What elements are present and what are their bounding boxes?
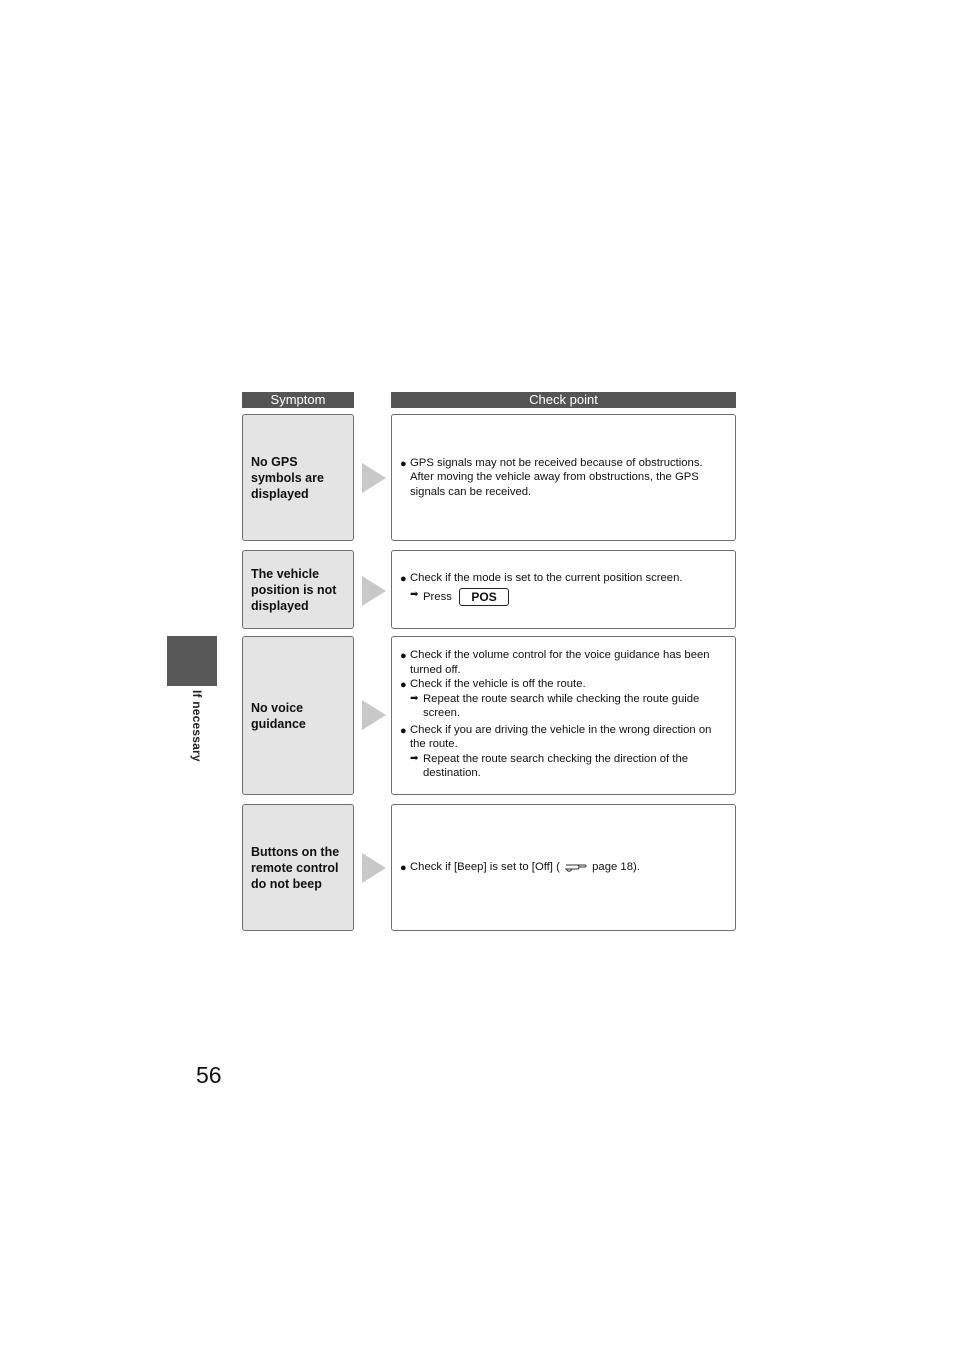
symptom-text: No GPS symbols are displayed <box>251 454 324 501</box>
symptom-header: Symptom <box>242 392 354 408</box>
check-item: ● Check if the vehicle is off the route. <box>400 678 586 692</box>
check-box-voice: ● Check if the volume control for the vo… <box>391 636 736 795</box>
bullet-icon: ● <box>400 457 407 470</box>
arrow-icon <box>362 576 386 606</box>
arrow-icon <box>362 700 386 730</box>
section-label: If necessary <box>190 690 204 762</box>
section-tab <box>167 636 217 686</box>
arrow-icon <box>362 463 386 493</box>
check-point-header: Check point <box>391 392 736 408</box>
check-item: ● Check if the volume control for the vo… <box>400 649 710 676</box>
bullet-icon: ● <box>400 862 407 875</box>
symptom-box-voice: No voice guidance <box>242 636 354 795</box>
symptom-text: No voice guidance <box>251 700 306 731</box>
check-box-gps: ● GPS signals may not be received becaus… <box>391 414 736 541</box>
right-arrow-icon: ➡ <box>410 692 419 704</box>
symptom-box-beep: Buttons on the remote control do not bee… <box>242 804 354 931</box>
check-item: ● Check if you are driving the vehicle i… <box>400 723 712 751</box>
sub-step: ➡ Repeat the route search while checking… <box>410 692 700 720</box>
bullet-icon: ● <box>400 650 407 663</box>
bullet-icon: ● <box>400 724 407 737</box>
pointing-hand-icon <box>565 864 587 873</box>
check-item: ● Check if the mode is set to the curren… <box>400 571 683 585</box>
pos-button: POS <box>459 588 510 607</box>
check-box-position: ● Check if the mode is set to the curren… <box>391 550 736 629</box>
check-item: ● GPS signals may not be received becaus… <box>400 456 703 498</box>
check-box-beep: ● Check if [Beep] is set to [Off] ( page… <box>391 804 736 931</box>
symptom-text: The vehicle position is not displayed <box>251 566 337 613</box>
check-item: ● Check if [Beep] is set to [Off] ( page… <box>400 861 640 875</box>
symptom-text: Buttons on the remote control do not bee… <box>251 844 340 891</box>
symptom-box-gps: No GPS symbols are displayed <box>242 414 354 541</box>
bullet-icon: ● <box>400 679 407 692</box>
sub-step: ➡ Press POS <box>401 588 729 607</box>
page-number: 56 <box>196 1062 222 1088</box>
bullet-icon: ● <box>400 572 407 585</box>
right-arrow-icon: ➡ <box>410 752 419 764</box>
arrow-icon <box>362 853 386 883</box>
right-arrow-icon: ➡ <box>410 589 419 601</box>
symptom-box-position: The vehicle position is not displayed <box>242 550 354 629</box>
sub-step: ➡ Repeat the route search checking the d… <box>410 752 689 780</box>
